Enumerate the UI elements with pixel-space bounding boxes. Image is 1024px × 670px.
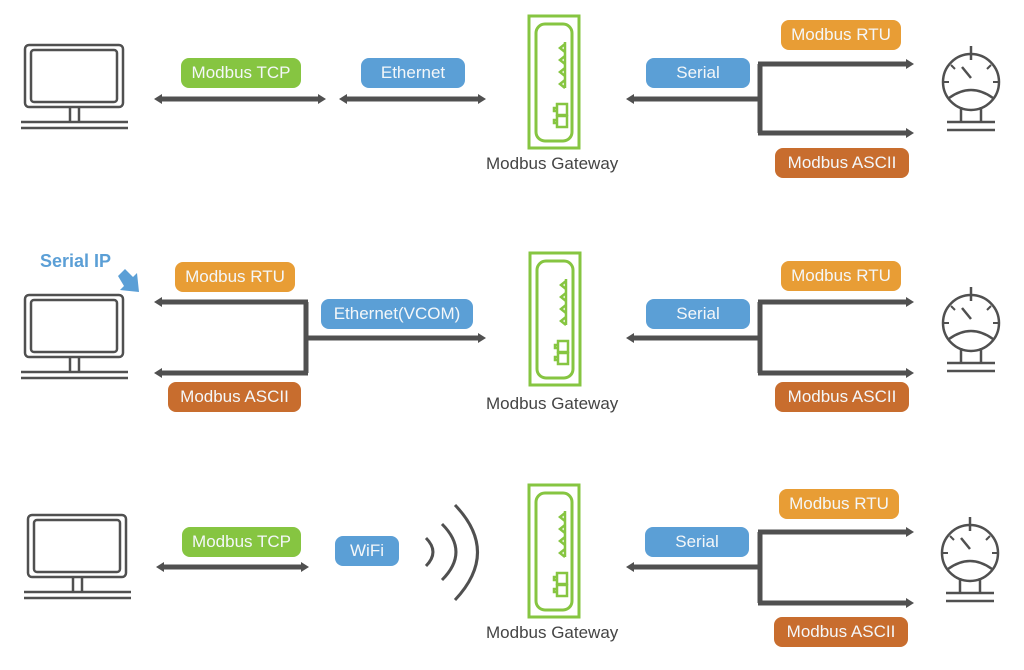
protocol-label-modbus-ascii: Modbus ASCII [774,617,908,647]
row-1-graphics [19,14,1001,150]
link-label-ethernet-vcom: Ethernet(VCOM) [321,299,473,329]
protocol-label-modbus-tcp: Modbus TCP [182,527,301,557]
gateway-label: Modbus Gateway [486,623,619,642]
link-label-serial: Serial [646,299,750,329]
protocol-label-modbus-ascii-left: Modbus ASCII [168,382,301,412]
serial-ip-annotation: Serial IP [40,251,112,271]
protocol-label-modbus-rtu-left: Modbus RTU [175,262,295,292]
gateway-device-icon [528,251,582,387]
protocol-label-modbus-ascii: Modbus ASCII [775,148,909,178]
gateway-label: Modbus Gateway [486,394,619,413]
row-wifi: Modbus TCP WiFi Modbus Gateway Serial Mo… [0,470,1024,670]
link-label-serial: Serial [645,527,749,557]
protocol-label-modbus-ascii: Modbus ASCII [775,382,909,412]
wifi-signal-icon [424,503,479,602]
gateway-device-icon [527,483,581,619]
row-ethernet: Modbus TCP Ethernet Modbus Gateway Seria… [0,0,1024,200]
computer-monitor-icon [19,293,130,380]
gateway-label: Modbus Gateway [486,154,619,173]
protocol-label-modbus-rtu: Modbus RTU [779,489,899,519]
row-2-graphics [19,251,1001,387]
row-ethernet-vcom: Modbus RTU Modbus ASCII Ethernet(VCOM) M… [0,240,1024,440]
gauge-meter-icon [940,515,1000,603]
computer-monitor-icon [22,513,133,600]
protocol-label-modbus-rtu: Modbus RTU [781,20,901,50]
protocol-label-modbus-tcp: Modbus TCP [181,58,301,88]
computer-monitor-icon [19,43,130,130]
protocol-label-modbus-rtu: Modbus RTU [781,261,901,291]
link-label-serial: Serial [646,58,750,88]
gateway-device-icon [527,14,581,150]
link-label-ethernet: Ethernet [361,58,465,88]
row-3-graphics [22,483,1000,619]
link-label-wifi: WiFi [335,536,399,566]
gauge-meter-icon [941,285,1001,373]
pointer-arrow-icon [118,269,139,292]
gauge-meter-icon [941,44,1001,132]
